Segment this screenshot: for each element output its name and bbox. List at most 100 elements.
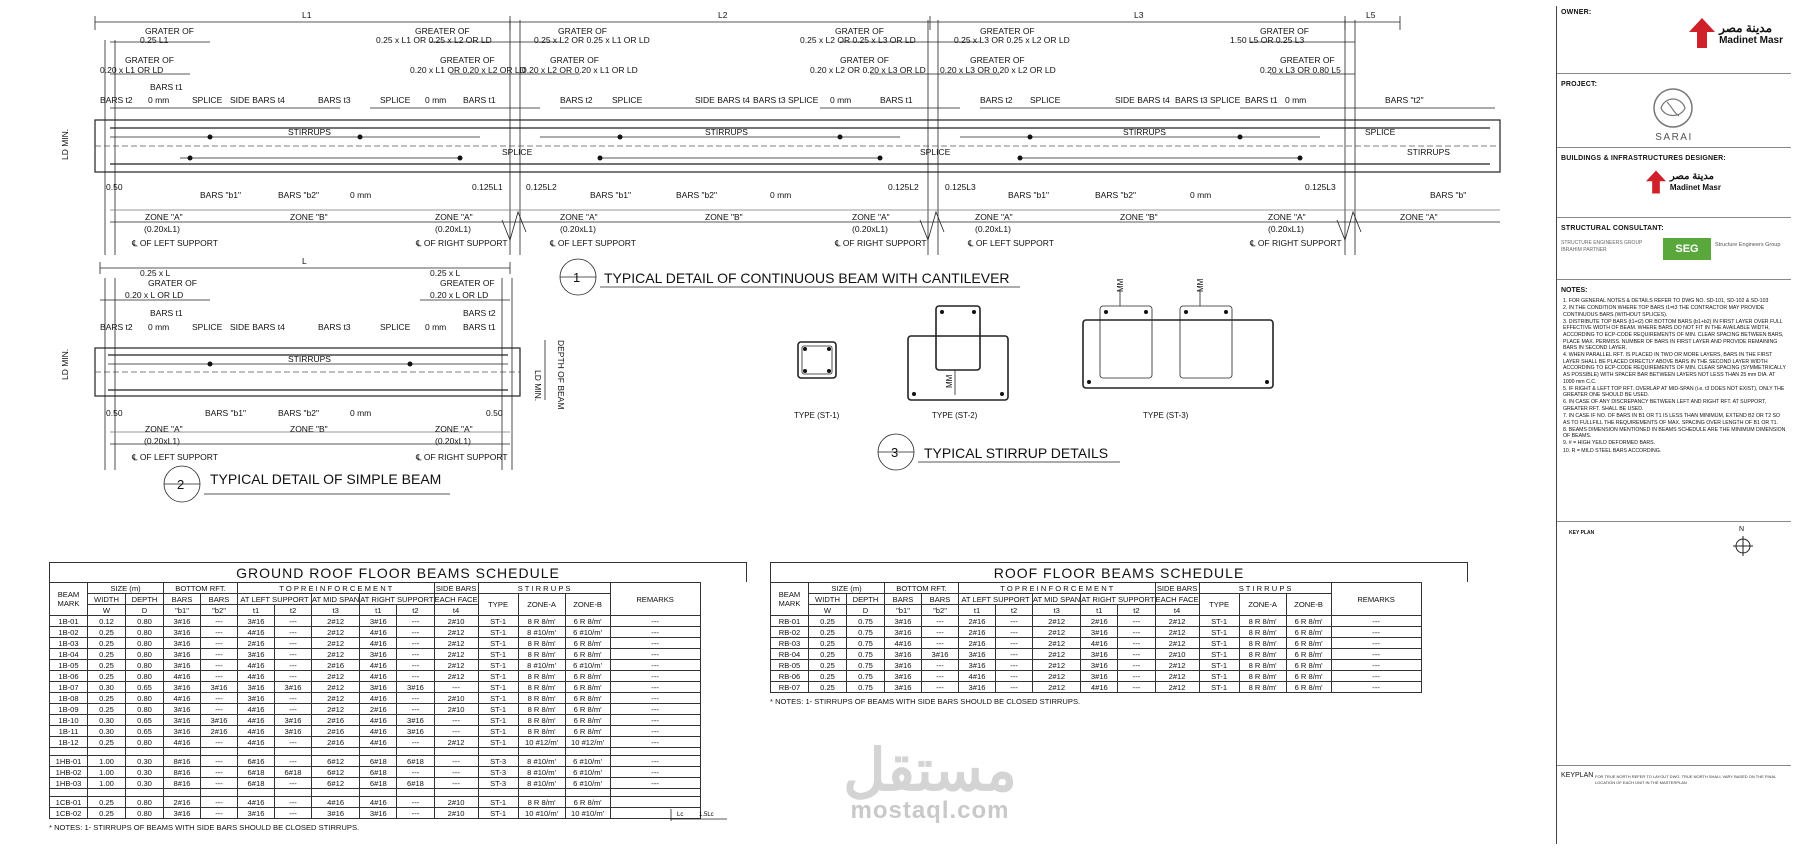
header-left-support: AT LEFT SUPPORT (237, 593, 312, 605)
right-support-label: ℄ OF RIGHT SUPPORT (834, 238, 927, 248)
table-cell: 2#16 (958, 615, 996, 627)
table-gap-row (49, 747, 701, 756)
table-cell: --- (1117, 670, 1156, 682)
table-gap-cell (274, 788, 312, 797)
table-cell: --- (995, 637, 1033, 649)
header-b2: "b2" (921, 604, 959, 616)
owner-name: Madinet Masr (1719, 34, 1783, 46)
table-cell: 2#12 (433, 659, 479, 671)
table-cell: 2#10 (433, 807, 479, 819)
cantilever-sketch: Lc 1.5Lc (670, 809, 727, 821)
table-cell: 2#10 (433, 703, 479, 715)
bottom-label: 0.125L3 (1305, 182, 1336, 192)
table-gap-cell (49, 788, 88, 797)
table-cell: 3#16 (237, 648, 275, 660)
simple-ld-min: LD MIN. (60, 349, 70, 380)
simple-bottom-label: 0.50 (486, 408, 503, 418)
header-zone-a: ZONE-A (517, 593, 566, 616)
designer-name-ar: مدينة مصر (1669, 171, 1714, 182)
table-cell: --- (200, 703, 238, 715)
table-cell: 6#18 (274, 766, 312, 778)
table-cell: ST-1 (1198, 670, 1240, 682)
header-b1: "b1" (884, 604, 922, 616)
header-b1: "b1" (163, 604, 201, 616)
table-cell: --- (200, 736, 238, 748)
simple-bar-label: BARS t1 (150, 308, 183, 318)
table-cell: 1B-06 (49, 670, 88, 682)
header-right-support: AT RIGHT SUPPORT (359, 593, 435, 605)
table-cell: --- (609, 681, 701, 693)
simple-bottom-label: BARS "b1" (205, 408, 246, 418)
project-cell: PROJECT: SARAI (1557, 78, 1791, 148)
table-cell: 3#16 (237, 807, 275, 819)
simple-bar-label: 0 mm (425, 322, 446, 332)
table-cell: 1B-11 (49, 725, 88, 737)
top-label-value-2: 0.20 x L3 OR 0.80 L5 (1260, 65, 1341, 75)
keyplan-label: KEYPLAN (1561, 772, 1594, 779)
simple-bar-label: BARS t3 (318, 322, 351, 332)
simple-zone-sub: (0.20xL1) (144, 436, 180, 446)
table-cell: 1B-01 (49, 615, 88, 627)
table-gap-cell (517, 788, 566, 797)
header-bars: BARS (200, 593, 238, 605)
table-cell: 3#16 (274, 725, 312, 737)
table-cell: 8 R 8/m' (1238, 659, 1287, 671)
table-cell: 2#12 (310, 692, 361, 704)
table-gap-cell (125, 788, 164, 797)
table-cell: 1HB-02 (49, 766, 88, 778)
header-top: T O P R E I N F O R C E M E N T (237, 582, 435, 594)
table-cell: --- (921, 615, 959, 627)
table-cell: 2#12 (1031, 681, 1082, 693)
bar-label: 0 mm (1285, 95, 1306, 105)
bottom-label: 0 mm (1190, 190, 1211, 200)
table-cell: --- (200, 755, 238, 767)
simple-top-val: 0.25 x L (430, 268, 461, 278)
table-cell: 8 R 8/m' (517, 796, 566, 808)
header-t1: t1 (359, 604, 398, 616)
table-cell: 2#12 (310, 681, 361, 693)
table-cell: 0.80 (125, 692, 164, 704)
bottom-label: BARS "b" (1430, 190, 1466, 200)
keyplan-cell: KEYPLAN FOR TRUE NORTH REFER TO LAYOUT D… (1557, 770, 1791, 844)
bottom-label: BARS "b1" (590, 190, 631, 200)
table-cell: --- (1117, 681, 1156, 693)
greater-of-label: GREATER OF (415, 26, 470, 36)
consultant-label: STRUCTURAL CONSULTANT: (1561, 225, 1664, 232)
note-item: 5. IF RIGHT & LEFT TOP RFT. OVERLAP AT M… (1563, 385, 1785, 399)
zone-sub: (0.20xL1) (144, 224, 180, 234)
cantilever-1-5lc: 1.5Lc (699, 812, 714, 818)
table-cell: 1B-10 (49, 714, 88, 726)
table-cell: 1B-02 (49, 626, 88, 638)
table-cell: 2#16 (310, 725, 361, 737)
notes-list: 1. FOR GENERAL NOTES & DETAILS REFER TO … (1561, 298, 1787, 454)
grater-of-label: GREATER OF (980, 26, 1035, 36)
table-cell: 0.30 (125, 755, 164, 767)
simple-bar-label: SIDE BARS t4 (230, 322, 285, 332)
table-cell: --- (921, 681, 959, 693)
table-cell: 3#16 (163, 648, 201, 660)
table-cell: 0.25 (87, 626, 126, 638)
table-cell: 0.12 (87, 615, 126, 627)
bar-label: SPLICE (788, 95, 819, 105)
table-gap-cell (433, 747, 479, 756)
header-t3: t3 (1031, 604, 1082, 616)
table-cell: 3#16 (163, 714, 201, 726)
bar-label: BARS t3 (753, 95, 786, 105)
table-cell: 4#16 (237, 736, 275, 748)
bottom-label: 0.125L2 (888, 182, 919, 192)
table-cell: 0.30 (87, 714, 126, 726)
table-cell: 0.80 (125, 648, 164, 660)
table-gap-cell (125, 747, 164, 756)
header-bars: BARS (163, 593, 201, 605)
table-cell: 0.65 (125, 681, 164, 693)
table-cell: --- (433, 714, 479, 726)
bottom-label: BARS "b1" (200, 190, 241, 200)
grater-of-label: GRATER OF (558, 26, 607, 36)
depth-of-beam: DEPTH OF BEAM (556, 340, 566, 409)
zone-label: ZONE "A" (852, 212, 890, 222)
note-item: 8. BEAMS DIMENSION MENTIONED IN BEAMS SC… (1563, 426, 1786, 440)
